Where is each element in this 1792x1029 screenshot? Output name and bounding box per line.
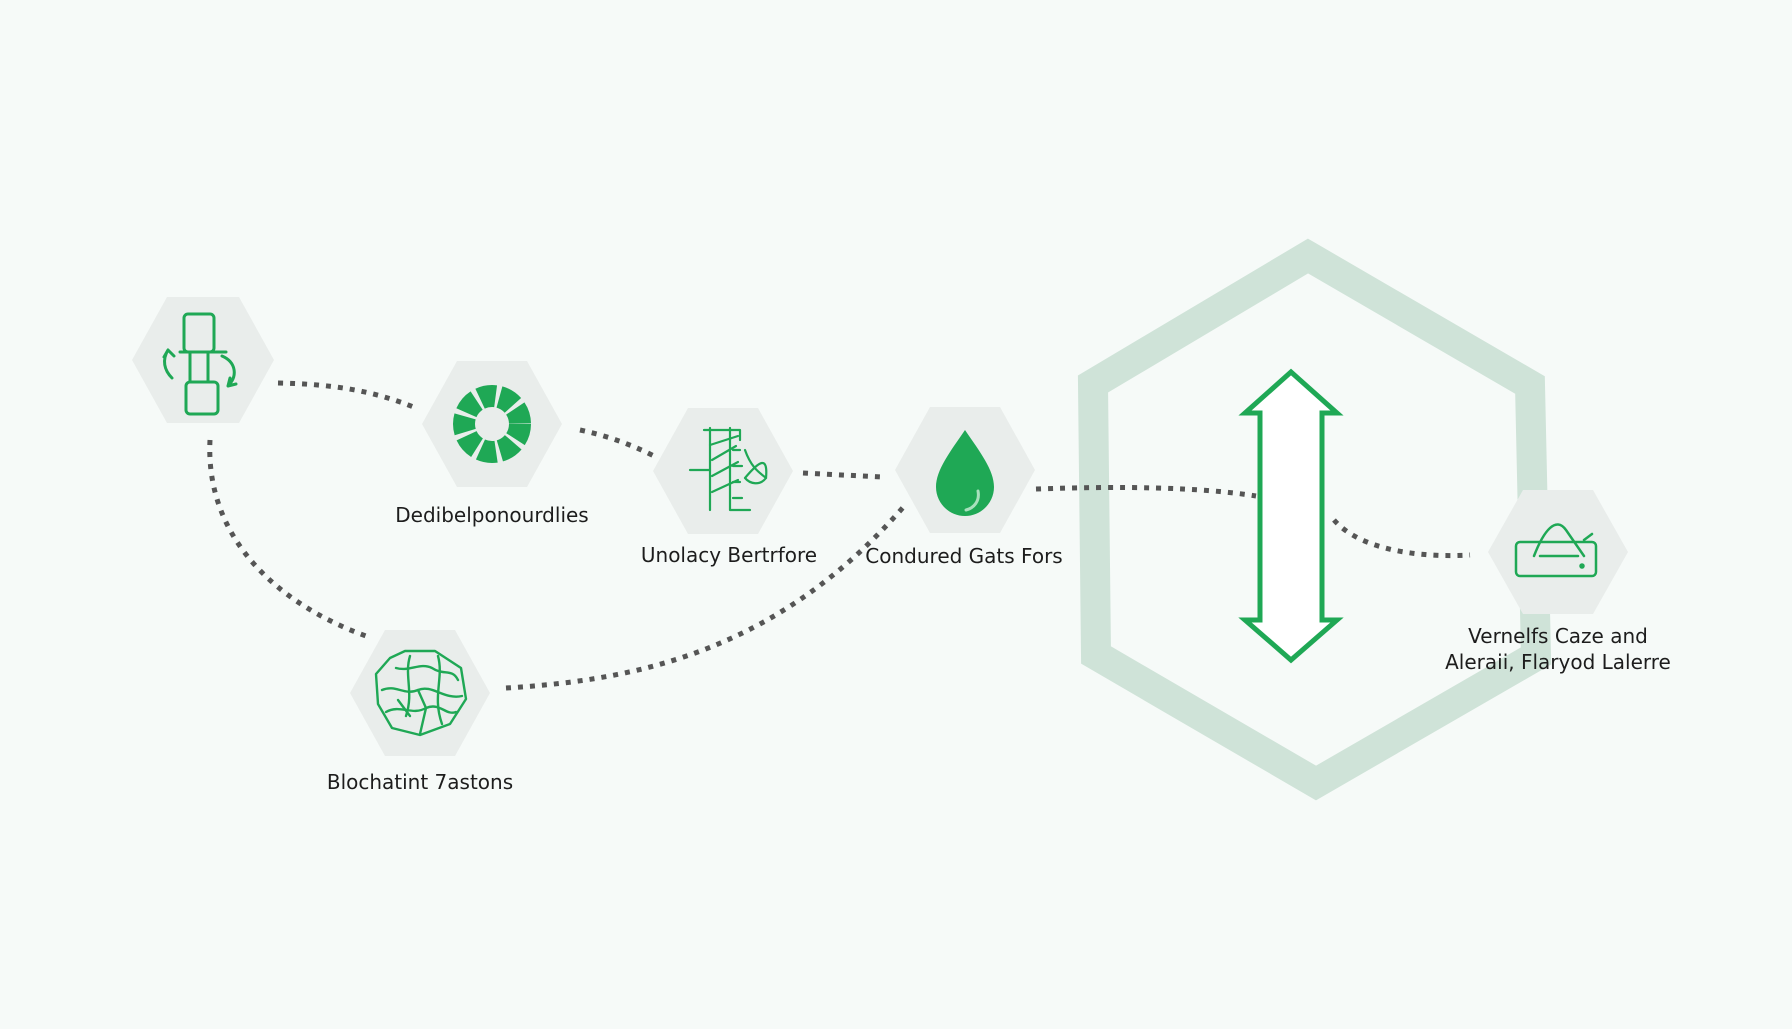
circular-ring-icon bbox=[453, 385, 531, 463]
label-n6: Vernelfs Caze and Aleraii, Flaryod Laler… bbox=[1445, 624, 1671, 674]
network-octagon-icon bbox=[374, 649, 468, 737]
connector-n4-n5 bbox=[1035, 484, 1257, 499]
connector-n7-n4 bbox=[505, 502, 908, 691]
connector-n1-n7 bbox=[207, 439, 367, 639]
label-n2: Dedibelponourdlies bbox=[395, 503, 589, 527]
node-hexagon-n6 bbox=[1488, 490, 1628, 614]
large-hexagon-frame bbox=[1077, 238, 1552, 801]
connector-n1-n2 bbox=[277, 380, 417, 411]
connector-pipe-icon bbox=[162, 312, 238, 416]
vertical-double-arrow-icon bbox=[1238, 368, 1344, 664]
measuring-flask-icon bbox=[688, 426, 768, 512]
connector-n3-n4 bbox=[802, 470, 883, 480]
label-n4: Condured Gats Fors bbox=[865, 544, 1063, 568]
water-drop-icon bbox=[936, 430, 994, 516]
connector-n2-n3 bbox=[579, 427, 656, 459]
label-n7: Blochatint 7astons bbox=[326, 770, 514, 794]
node-hexagon-n1 bbox=[132, 297, 274, 423]
node-hexagon-n2 bbox=[422, 361, 562, 487]
connector-n5-n6 bbox=[1332, 518, 1471, 559]
label-n3: Unolacy Bertrfore bbox=[640, 543, 818, 567]
tray-device-icon bbox=[1514, 523, 1598, 578]
